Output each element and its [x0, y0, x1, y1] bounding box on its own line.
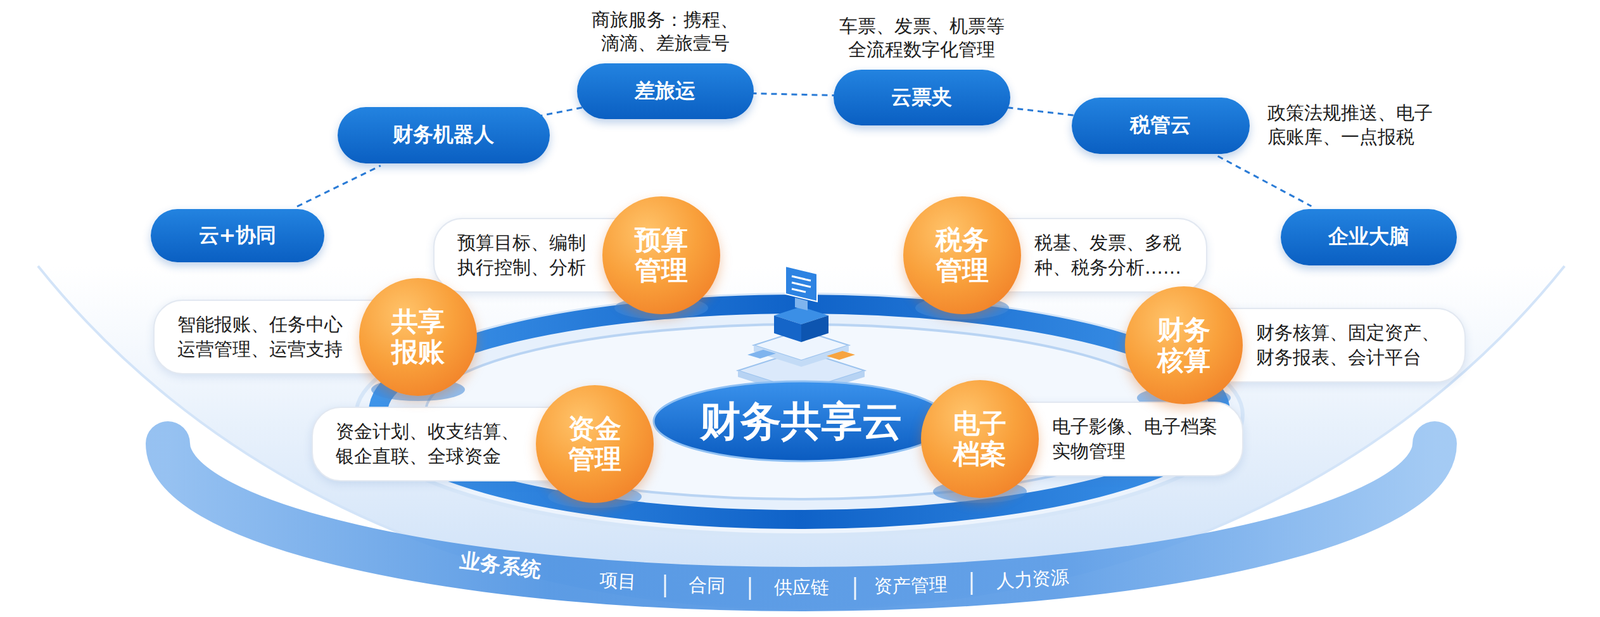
- pill-title: 企业大脑: [1328, 222, 1410, 251]
- band-item: 供应链: [774, 575, 830, 601]
- feature-text: 预算目标、编制 执行控制、分析: [457, 230, 588, 280]
- module-pill: 财务机器人: [337, 107, 550, 164]
- dashed-connector: [537, 106, 590, 117]
- circle-title: 税务管理: [934, 224, 991, 287]
- pill-description: 商旅服务：携程、 滴滴、差旅壹号: [590, 8, 740, 56]
- module-pill: 差旅运商旅服务：携程、 滴滴、差旅壹号: [577, 63, 754, 120]
- circle-title: 预算管理: [634, 224, 690, 287]
- module-pill: 税管云政策法规推送、电子 底账库、一点报税: [1071, 97, 1250, 154]
- circle-title: 共享报账: [390, 306, 446, 369]
- circle-title: 电子档案: [952, 408, 1008, 470]
- dashed-connector: [1218, 156, 1312, 207]
- pill-description: 车票、发票、机票等 全流程数字化管理: [838, 14, 1006, 63]
- core-title: 财务共享云: [699, 393, 903, 450]
- module-circle: 预算管理: [602, 196, 721, 315]
- pill-description: 政策法规推送、电子 底账库、一点报税: [1267, 101, 1435, 149]
- pill-title: 云+协同: [198, 221, 277, 250]
- circle-title: 资金管理: [567, 413, 623, 476]
- module-circle: 财务核算: [1124, 286, 1243, 405]
- band-item: 合同: [688, 572, 726, 599]
- circle-title: 财务核算: [1156, 314, 1212, 377]
- module-circle: 电子档案: [920, 380, 1039, 498]
- band-item: 人力资源: [995, 565, 1070, 595]
- feature-text: 财务核算、固定资产、 财务报表、会计平台: [1256, 320, 1442, 370]
- pill-title: 差旅运: [634, 77, 696, 106]
- band-title: 业务系统: [458, 546, 543, 585]
- feature-text: 电子影像、电子档案 实物管理: [1052, 414, 1220, 464]
- module-circle: 共享报账: [359, 278, 477, 396]
- band-separators: [665, 571, 972, 600]
- core-ellipse: 财务共享云: [652, 380, 951, 463]
- pill-title: 税管云: [1130, 111, 1191, 140]
- dashed-connector: [741, 93, 847, 96]
- pill-title: 云票夹: [891, 83, 953, 112]
- feature-text: 资金计划、收支结算、 银企直联、全球资金: [335, 419, 522, 469]
- feature-text: 税基、发票、多税 种、税务分析……: [1034, 230, 1184, 280]
- dashed-connector: [297, 165, 381, 208]
- pill-title: 财务机器人: [392, 120, 495, 149]
- feature-text: 智能报账、任务中心 运营管理、运营支持: [177, 312, 345, 362]
- dashed-connector: [997, 106, 1085, 117]
- band-item: 资产管理: [874, 572, 949, 600]
- module-pill: 企业大脑: [1280, 209, 1457, 266]
- module-pill: 云票夹车票、发票、机票等 全流程数字化管理: [833, 69, 1011, 126]
- bowl: [38, 266, 1565, 610]
- bowl-rim: [38, 266, 1565, 610]
- module-circle: 资金管理: [535, 385, 654, 503]
- server-illustration: [737, 266, 865, 398]
- module-pill: 云+协同: [150, 209, 325, 263]
- module-circle: 税务管理: [903, 196, 1022, 315]
- band-item: 项目: [598, 568, 637, 596]
